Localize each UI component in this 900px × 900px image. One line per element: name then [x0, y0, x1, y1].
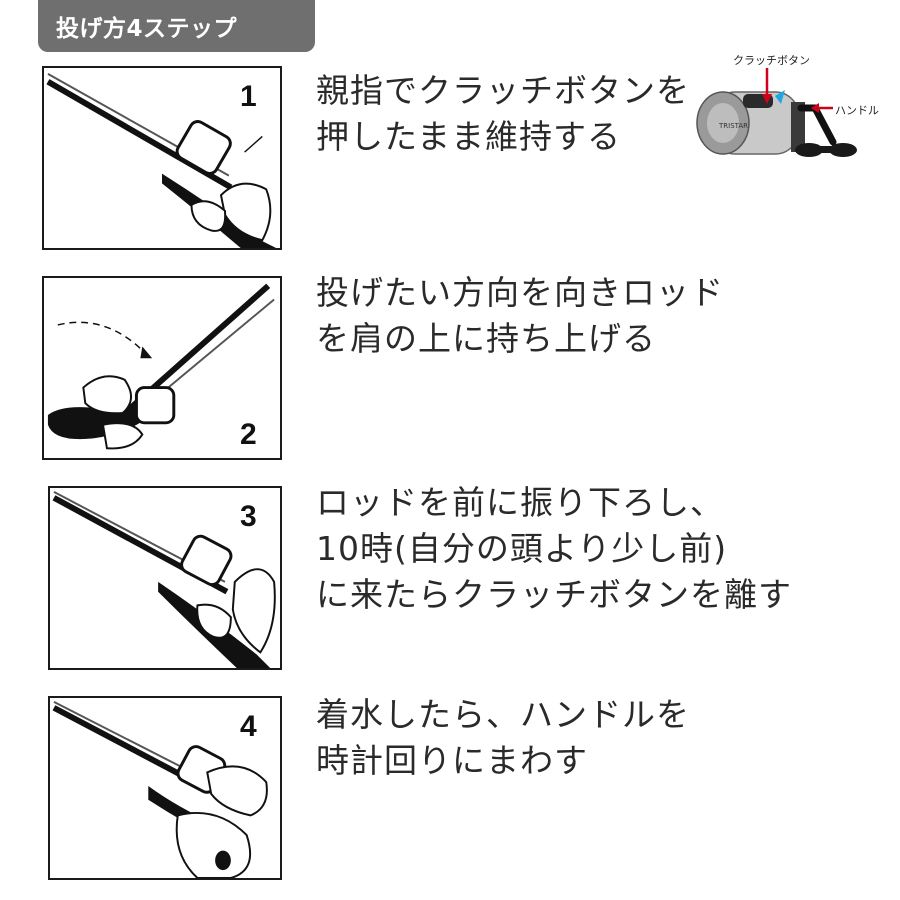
step-4-illustration: 4	[48, 696, 282, 880]
reel-illustration: TRISTAR	[696, 68, 857, 157]
step-number: 4	[240, 710, 257, 743]
step-number: 2	[240, 418, 257, 451]
step-number: 1	[240, 80, 257, 113]
svg-text:TRISTAR: TRISTAR	[718, 122, 748, 130]
step-3-illustration: 3	[48, 486, 282, 670]
step-4-description: 着水したら、ハンドルを 時計回りにまわす	[316, 695, 690, 780]
step-1-illustration: 1	[42, 66, 282, 250]
clutch-button-label: クラッチボタン	[733, 54, 810, 67]
handle-label: ハンドル	[835, 104, 879, 117]
step-1-description: 親指でクラッチボタンを 押したまま維持する	[316, 71, 690, 156]
reel-diagram: TRISTAR クラッチボタン ハンドル	[683, 50, 883, 180]
section-title: 投げ方4ステップ	[38, 0, 315, 52]
step-2-description: 投げたい方向を向きロッド を肩の上に持ち上げる	[316, 273, 724, 358]
step-3-description: ロッドを前に振り下ろし、 10時(自分の頭より少し前) に来たらクラッチボタンを…	[316, 483, 792, 614]
step-2-illustration: 2	[42, 276, 282, 460]
step-number: 3	[240, 500, 257, 533]
